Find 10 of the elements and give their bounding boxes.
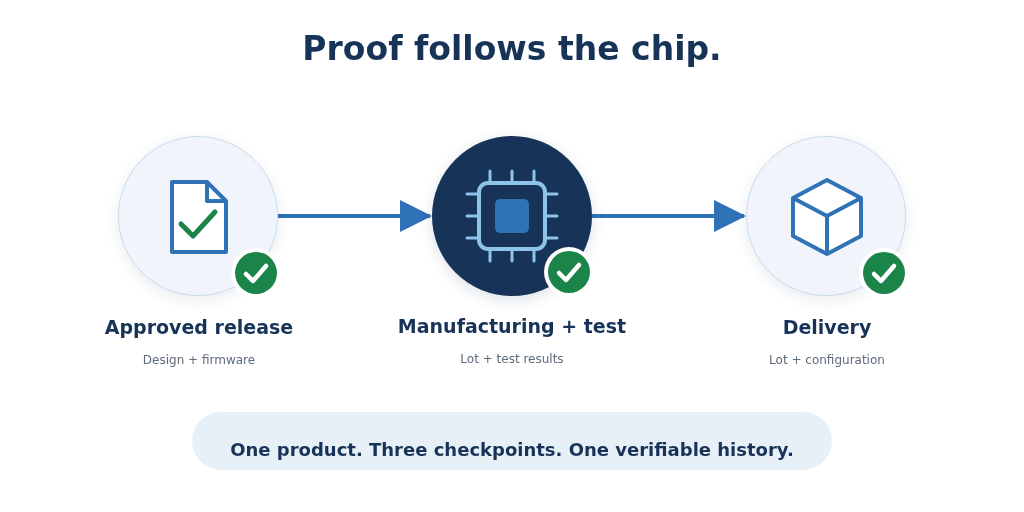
arrow (278, 200, 432, 232)
title: Proof follows the chip. (301, 28, 723, 70)
step-subtitle: Lot + test results (460, 350, 564, 368)
step-subtitle: Design + firmware (142, 351, 256, 369)
step-title: Manufacturing + test (397, 314, 627, 339)
step-title: Approved release (104, 315, 294, 340)
step-title: Delivery (782, 315, 872, 340)
step-subtitle: Lot + configuration (769, 351, 885, 369)
summary-text: One product. Three checkpoints. One verifiable history. (230, 437, 794, 462)
arrow (592, 200, 746, 232)
